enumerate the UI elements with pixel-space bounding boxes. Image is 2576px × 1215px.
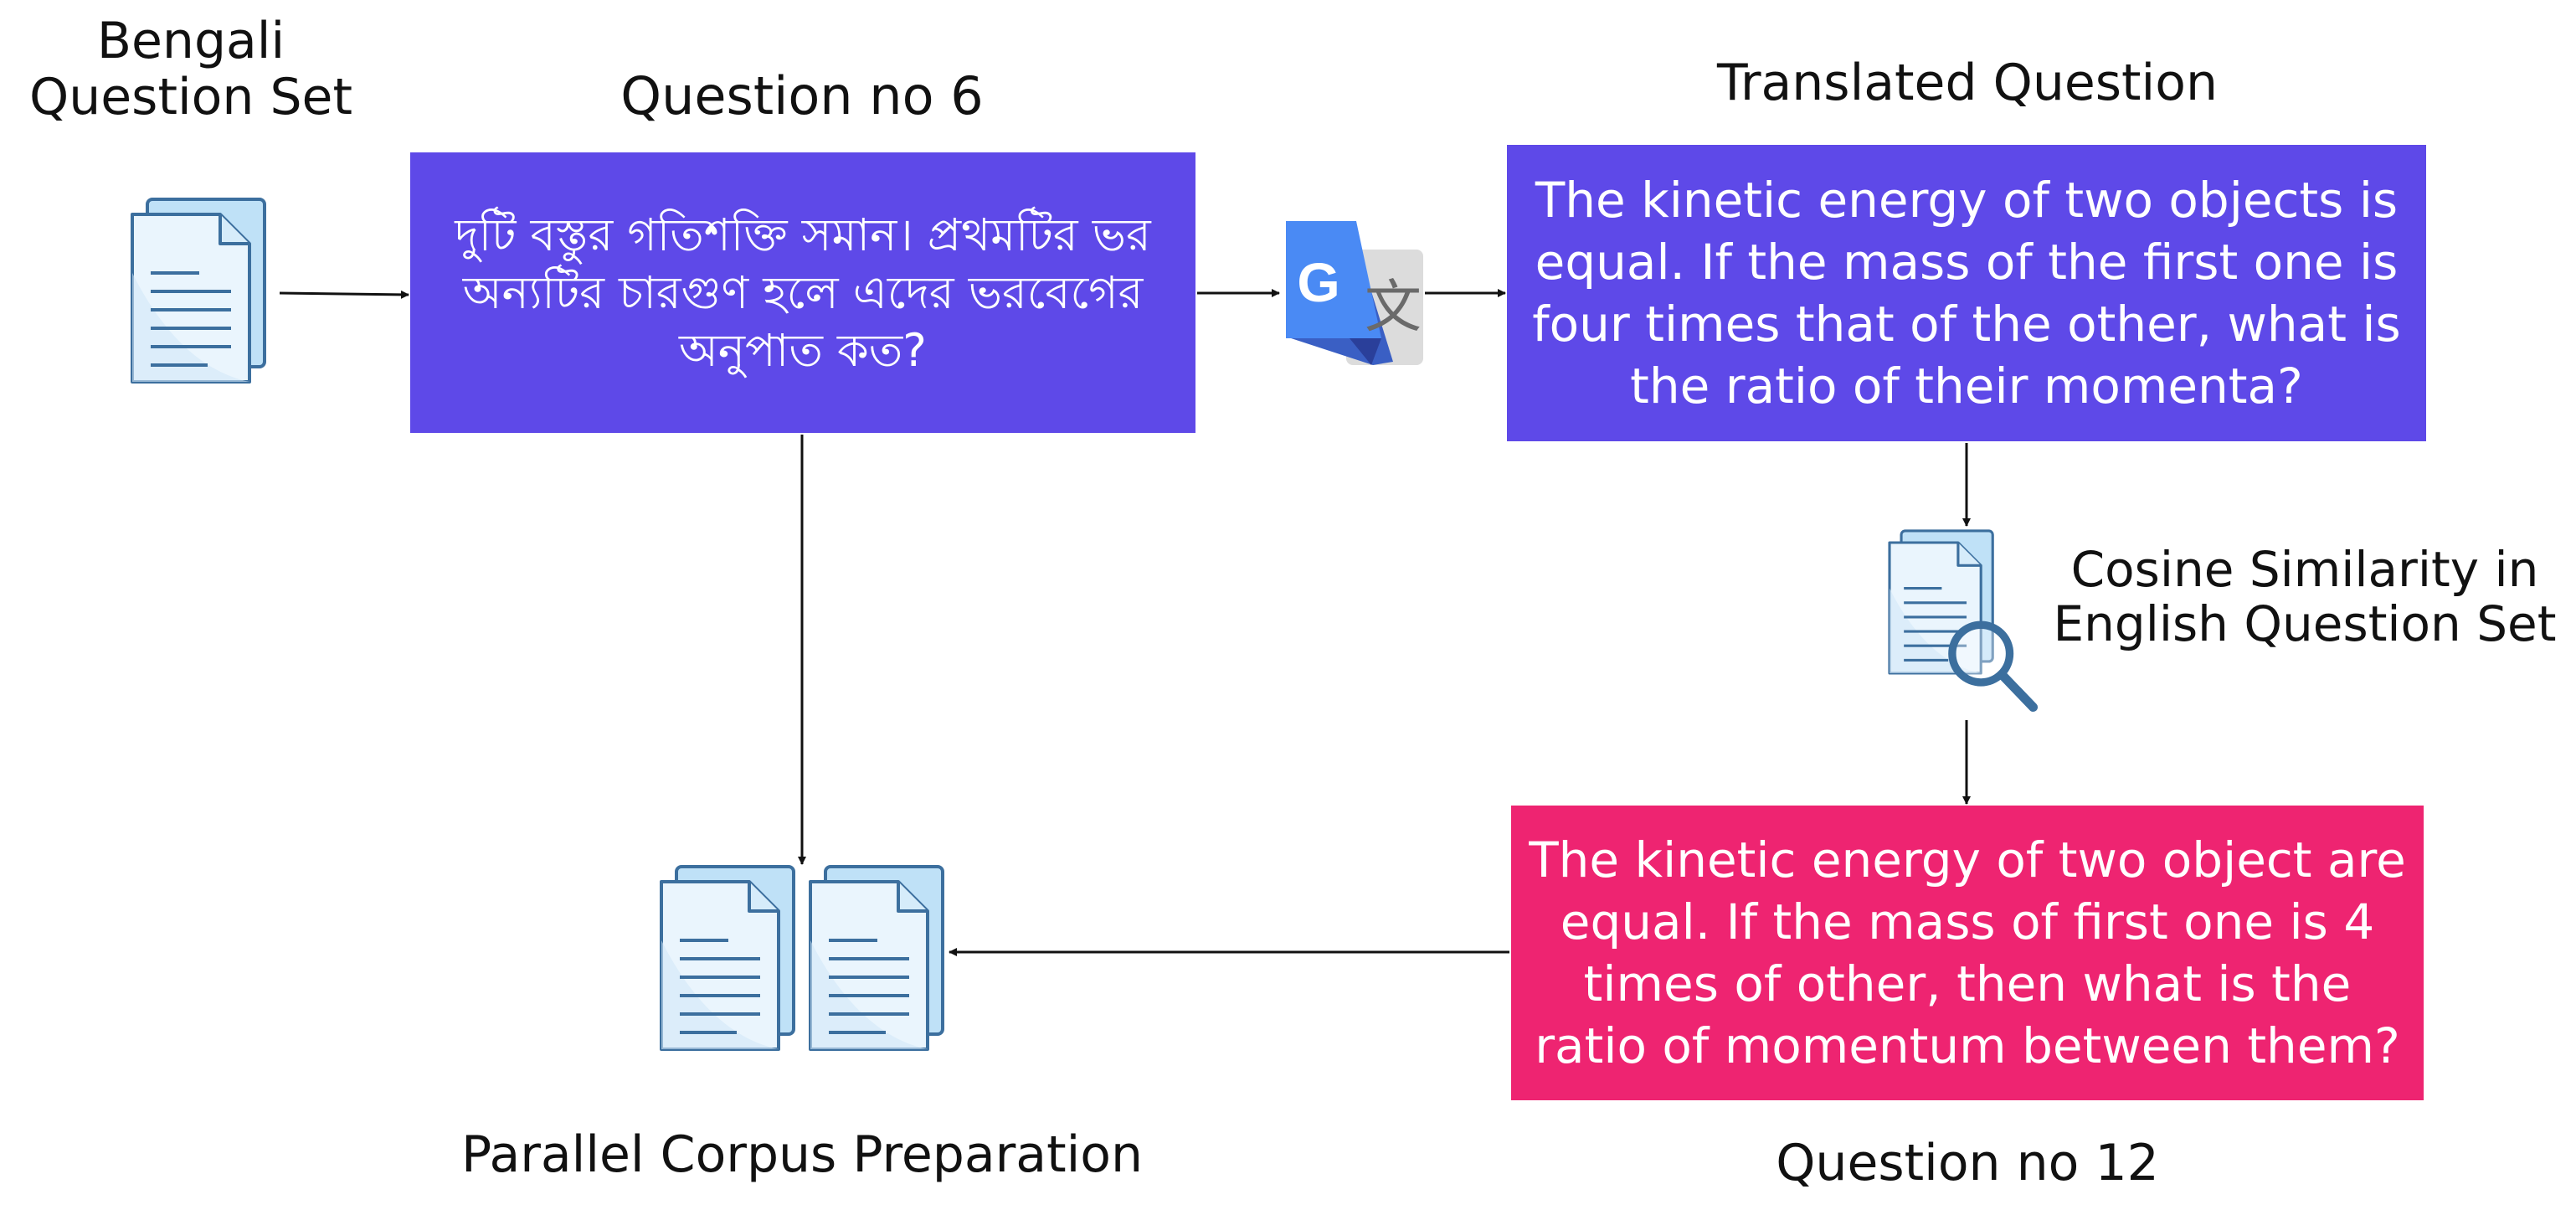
document-search-icon <box>1890 531 2039 713</box>
translate-letter-g: G <box>1297 251 1339 313</box>
matched-question-text: The kinetic energy of two object are equ… <box>1529 831 2406 1075</box>
bengali-document-icon <box>132 199 265 382</box>
translate-glyph: 文 <box>1365 275 1422 341</box>
arrow-docs-to-bengali-box <box>279 290 409 299</box>
label-question-no-6: Question no 6 <box>620 65 984 126</box>
label-bengali-question-set: Bengali Question Set <box>29 12 352 127</box>
google-translate-icon: G 文 <box>1286 221 1423 365</box>
matched-english-question-box: The kinetic energy of two object are equ… <box>1511 806 2424 1100</box>
bengali-question-box: দুটি বস্তুর গতিশক্তি সমান। প্রথমটির ভর অ… <box>410 152 1195 433</box>
parallel-corpus-document-icon-right <box>810 867 943 1049</box>
parallel-corpus-document-icon-left <box>661 867 794 1049</box>
label-cosine-similarity: Cosine Similarity in English Question Se… <box>2053 541 2557 652</box>
label-translated-question: Translated Question <box>1717 54 2218 112</box>
label-question-no-12: Question no 12 <box>1776 1134 2159 1192</box>
translated-question-box: The kinetic energy of two objects is equ… <box>1507 145 2426 441</box>
bengali-question-text: দুটি বস্তুর গতিশক্তি সমান। প্রথমটির ভর অ… <box>455 208 1151 378</box>
translated-question-text: The kinetic energy of two objects is equ… <box>1532 171 2401 415</box>
label-parallel-corpus-preparation: Parallel Corpus Preparation <box>460 1125 1143 1184</box>
